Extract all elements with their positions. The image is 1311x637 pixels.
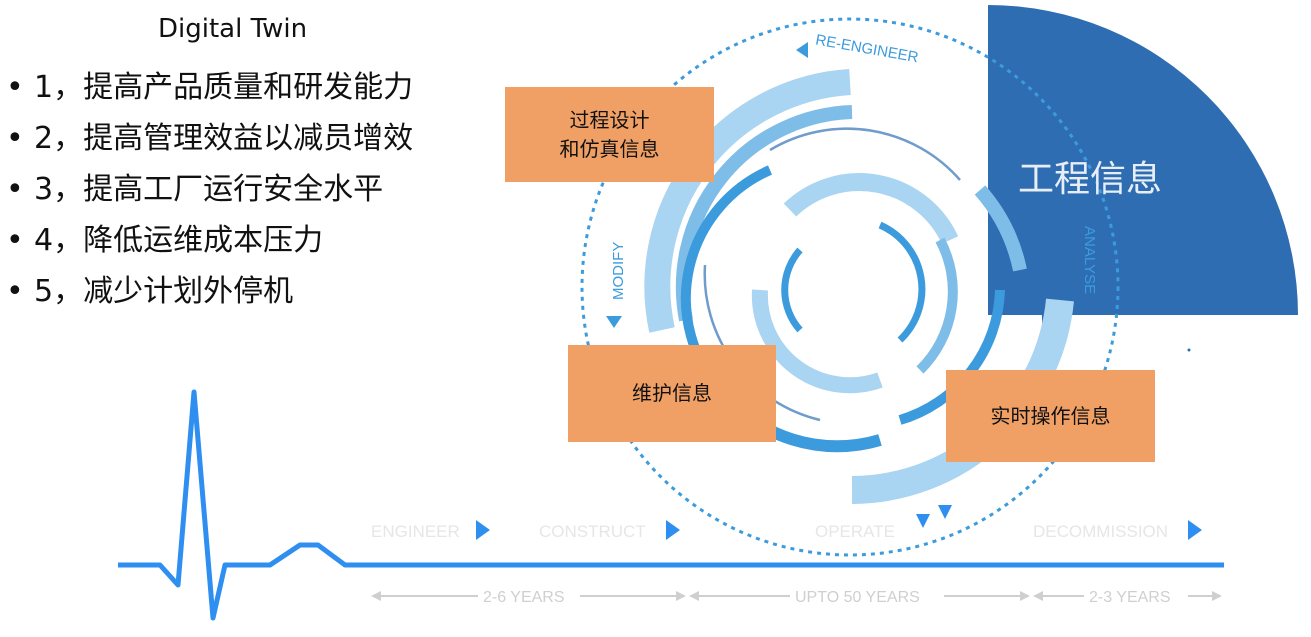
benefit-item: • 3，提高工厂运行安全水平 [6, 164, 413, 215]
analyse-label: ANALYSE [1081, 226, 1098, 294]
duration-arrows [371, 591, 1222, 601]
phase-decommission: DECOMMISSION [1033, 522, 1168, 541]
bullet-icon: • [6, 121, 24, 156]
benefit-item: • 1，提高产品质量和研发能力 [6, 62, 413, 113]
benefit-item: • 5，减少计划外停机 [6, 266, 413, 317]
re-engineer-arrow-icon [796, 42, 808, 58]
phase-operate: OPERATE [815, 522, 895, 541]
bullet-icon: • [6, 274, 24, 309]
realtime-operation-label: 实时操作信息 [990, 403, 1111, 428]
benefit-item: • 2，提高管理效益以减员增效 [6, 113, 413, 164]
benefit-text: 4，降低运维成本压力 [34, 223, 324, 258]
benefit-item: • 4，降低运维成本压力 [6, 215, 413, 266]
pulse-line [118, 389, 1224, 621]
benefit-text: 5，减少计划外停机 [34, 274, 294, 309]
modify-label: MODIFY [610, 242, 627, 300]
small-dot [1187, 348, 1191, 352]
duration-operate: UPTO 50 YEARS [795, 589, 920, 606]
modify-arrow-icon [606, 316, 622, 328]
phase-construct: CONSTRUCT [539, 522, 646, 541]
duration-engineer-construct: 2-6 YEARS [483, 589, 565, 606]
design-simulation-label: 过程设计 和仿真信息 [559, 107, 660, 161]
benefit-text: 2，提高管理效益以减员增效 [34, 121, 414, 156]
operate-arrow-icon [916, 514, 930, 528]
analyse-arrow-icon [1072, 203, 1088, 215]
phase-construct-arrow-icon [666, 520, 680, 540]
maintenance-label: 维护信息 [632, 381, 712, 405]
operate-arrow-icon-2 [938, 505, 952, 519]
benefit-text: 1，提高产品质量和研发能力 [34, 70, 414, 105]
phase-engineer-arrow-icon [476, 520, 490, 540]
lifecycle-dashed-ring [580, 17, 1120, 557]
bullet-icon: • [6, 223, 24, 258]
bullet-icon: • [6, 172, 24, 207]
phase-engineer: ENGINEER [371, 522, 460, 541]
duration-decommission: 2-3 YEARS [1089, 589, 1171, 606]
design-simulation-box: 过程设计 和仿真信息 [505, 87, 714, 182]
phase-decommission-arrow-icon [1188, 520, 1202, 540]
benefit-text: 3，提高工厂运行安全水平 [34, 172, 384, 207]
re-engineer-label: RE-ENGINEER [814, 31, 920, 66]
realtime-operation-box: 实时操作信息 [946, 370, 1155, 462]
engineering-info-label: 工程信息 [1018, 159, 1163, 200]
diagram-title: Digital Twin [158, 14, 308, 44]
bullet-icon: • [6, 70, 24, 105]
engineering-info-sector [988, 5, 1298, 315]
maintenance-box: 维护信息 [568, 345, 776, 442]
benefit-list: • 1，提高产品质量和研发能力 • 2，提高管理效益以减员增效 • 3，提高工厂运行安… [6, 62, 413, 317]
